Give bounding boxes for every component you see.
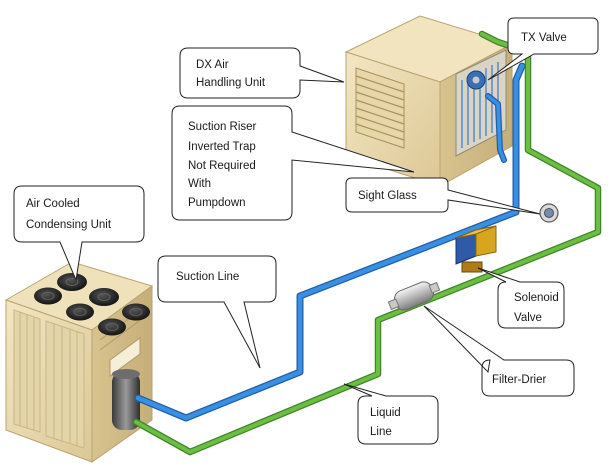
callout-text-dx-air-handling-unit-2: Handling Unit (196, 77, 266, 89)
suction-line-pipe (134, 62, 526, 422)
callout-text-solenoid-valve-1: Solenoid (514, 292, 559, 304)
fan-icon (66, 303, 94, 321)
callout-air-cooled-condensing-unit: Air Cooled Condensing Unit (13, 185, 145, 282)
callout-tx-valve: TX Valve (487, 17, 599, 81)
callout-text-solenoid-valve-2: Valve (514, 312, 542, 324)
callout-text-suction-line: Suction Line (176, 271, 239, 283)
callout-filter-drier: Filter-Drier (423, 305, 575, 397)
fan-icon (98, 318, 126, 336)
compressor (112, 369, 140, 430)
callout-text-condensing-unit-2: Condensing Unit (26, 219, 112, 231)
callout-suction-riser: Suction Riser Inverted Trap Not Required… (171, 105, 415, 221)
callout-text-condensing-unit-1: Air Cooled (26, 198, 80, 210)
callout-text-suction-riser-4: With (188, 178, 211, 190)
callout-text-liquid-line-2: Line (370, 426, 392, 438)
condenser-coil-panels (13, 309, 85, 449)
sight-glass (539, 203, 559, 223)
fan-icon (122, 303, 150, 321)
callout-sight-glass: Sight Glass (345, 177, 541, 215)
callout-text-suction-riser-1: Suction Riser (188, 121, 257, 133)
callout-text-suction-riser-5: Pumpdown (188, 197, 246, 209)
ahu-louvers (355, 67, 405, 149)
callout-text-suction-riser-2: Inverted Trap (188, 141, 256, 153)
air-cooled-condensing-unit (4, 261, 154, 463)
filter-drier (387, 281, 441, 311)
callout-dx-air-handling-unit: DX Air Handling Unit (179, 47, 345, 99)
condenser-fans (34, 273, 150, 336)
solenoid-valve (455, 225, 497, 273)
callout-text-liquid-line-1: Liquid (370, 407, 401, 419)
callout-text-tx-valve: TX Valve (521, 32, 567, 44)
callout-text-dx-air-handling-unit-1: DX Air (196, 59, 229, 71)
callout-text-suction-riser-3: Not Required (188, 160, 256, 172)
callout-solenoid-valve: Solenoid Valve (477, 267, 565, 329)
fan-icon (34, 287, 62, 305)
callout-text-sight-glass: Sight Glass (358, 190, 417, 202)
fan-icon (89, 288, 119, 306)
fan-icon (57, 273, 87, 291)
callout-suction-line: Suction Line (157, 255, 277, 369)
callout-text-filter-drier: Filter-Drier (492, 374, 546, 386)
callouts: DX Air Handling Unit TX Valve Suction Ri… (13, 17, 599, 445)
callout-liquid-line: Liquid Line (343, 383, 439, 445)
